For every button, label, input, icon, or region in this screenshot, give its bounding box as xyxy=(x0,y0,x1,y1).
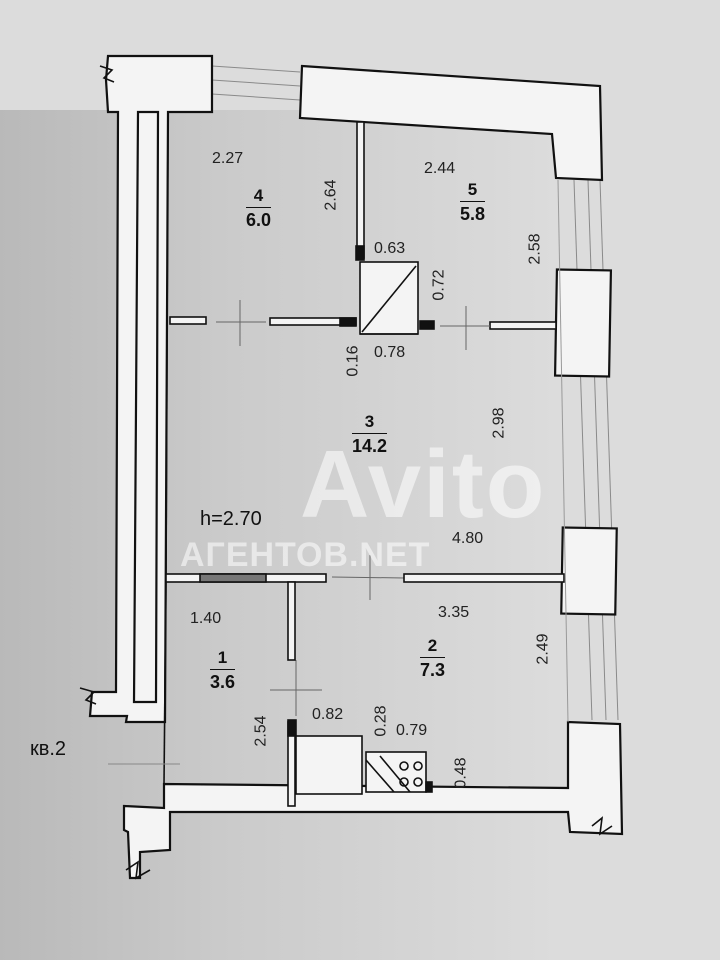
dim-closet-width: 0.63 xyxy=(374,240,406,257)
partition-1-2-jamb xyxy=(287,719,297,737)
dim-room1-width: 1.40 xyxy=(190,610,222,627)
break-mark-bottom xyxy=(125,860,151,880)
partition-4-3-left xyxy=(169,316,207,325)
partition-4-3-jamb xyxy=(339,317,357,327)
partition-5-3-left-jamb xyxy=(419,320,435,330)
room-5-label: 5 5.8 xyxy=(460,180,486,225)
dim-stove-width: 0.79 xyxy=(396,722,428,739)
partition-3-1-hatch xyxy=(199,573,267,583)
dim-room5-width: 2.44 xyxy=(424,160,456,177)
watermark-brand: Avito xyxy=(300,431,547,538)
partition-5-3 xyxy=(489,321,557,330)
wall-left-inner xyxy=(132,110,160,704)
room-number: 5 xyxy=(460,180,486,202)
partition-4-5 xyxy=(356,121,365,259)
dim-room2-depth: 2.49 xyxy=(534,633,552,665)
window-right-lines xyxy=(573,179,619,721)
dim-room4-width: 2.27 xyxy=(212,150,244,167)
window-top-left xyxy=(211,65,301,101)
dim-stove-depth: 0.48 xyxy=(452,757,470,789)
ventilation-shaft-diagonal xyxy=(361,265,417,333)
partition-4-5-jamb xyxy=(355,245,365,261)
dim-closet-depth: 0.72 xyxy=(430,269,448,301)
room-area: 6.0 xyxy=(246,210,272,230)
room-number: 3 xyxy=(352,412,388,434)
partition-1-2 xyxy=(287,581,296,661)
apartment-label: кв.2 xyxy=(30,738,67,760)
room-2-label: 2 7.3 xyxy=(420,636,446,681)
room-number: 1 xyxy=(210,648,236,670)
dim-room3-width: 4.80 xyxy=(452,530,484,547)
kitchen-counter xyxy=(295,735,363,795)
room4-left-edge xyxy=(165,111,169,576)
dim-counter-gap: 0.28 xyxy=(372,705,390,737)
wall-top-right xyxy=(298,64,604,182)
break-mark-left xyxy=(79,687,97,705)
dim-room1-depth: 2.54 xyxy=(252,715,270,747)
wall-bottom xyxy=(122,720,624,880)
room-4-label: 4 6.0 xyxy=(246,186,272,231)
dim-room4-depth: 2.64 xyxy=(322,179,340,211)
room-area: 5.8 xyxy=(460,204,486,224)
room-area: 3.6 xyxy=(210,672,236,692)
wall-pier-1 xyxy=(553,268,613,378)
break-mark-top xyxy=(99,65,115,83)
watermark-site: АГЕНТОВ.NET xyxy=(180,536,431,574)
break-mark-right xyxy=(591,816,613,836)
room-number: 2 xyxy=(420,636,446,658)
partition-3-2 xyxy=(403,573,565,583)
room-area: 7.3 xyxy=(420,660,446,680)
wall-pier-2 xyxy=(560,526,618,616)
room-1-label: 1 3.6 xyxy=(210,648,236,693)
room-area: 14.2 xyxy=(352,436,388,456)
ceiling-height-label: h=2.70 xyxy=(200,508,262,530)
room1-left-edge xyxy=(163,579,167,785)
dim-closet-wall: 0.16 xyxy=(344,345,362,377)
dim-counter-width: 0.82 xyxy=(312,706,344,723)
room-3-label: 3 14.2 xyxy=(352,412,388,457)
dim-room2-width: 3.35 xyxy=(438,604,470,621)
dim-room5-depth: 2.58 xyxy=(526,233,544,265)
room-number: 4 xyxy=(246,186,272,208)
dim-closet-front: 0.78 xyxy=(374,344,406,361)
